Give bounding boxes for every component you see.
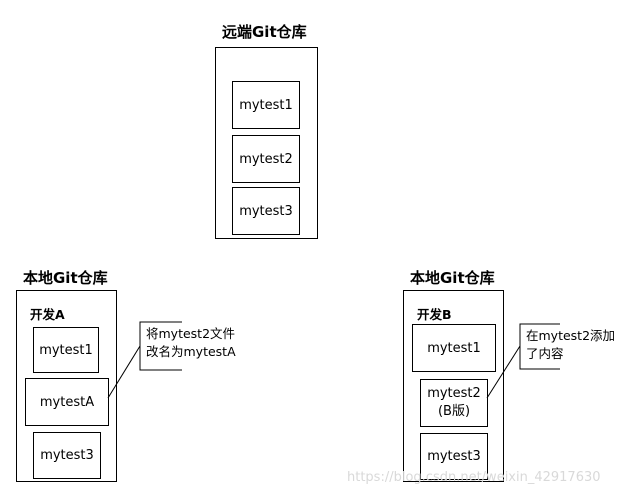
local-repo-a-title: 本地Git仓库: [23, 269, 108, 287]
note-a-line-1: 将mytest2文件: [146, 326, 236, 341]
remote-repo-title: 远端Git仓库: [222, 23, 307, 41]
local-a-file-mytest1: mytest1: [33, 327, 99, 373]
note-b-leader: [486, 345, 521, 399]
note-b-callout: 在mytest2添加 了内容: [520, 324, 628, 372]
local-a-file-mytestA: mytestA: [25, 378, 109, 426]
local-b-file-mytest2-bversion: mytest2 (B版): [420, 379, 488, 427]
note-a-line-2: 改名为mytestA: [146, 344, 236, 359]
watermark-text: https://blog.csdn.net/weixin_42917630: [347, 470, 601, 485]
note-b-line-2: 了内容: [526, 346, 564, 361]
developer-b-label: 开发B: [417, 307, 452, 322]
local-repo-a-box: 开发A mytest1 mytestA mytest3: [16, 290, 117, 482]
local-b-file-mytest2-name: mytest2: [427, 386, 481, 401]
local-b-file-mytest1: mytest1: [412, 324, 496, 372]
developer-a-label: 开发A: [30, 307, 65, 322]
remote-file-mytest2: mytest2: [232, 135, 300, 183]
remote-file-mytest3: mytest3: [232, 187, 300, 235]
note-a-bracket: [139, 321, 182, 371]
remote-repo-box: mytest1 mytest2 mytest3: [215, 47, 318, 239]
note-a-leader: [107, 345, 141, 399]
note-b-line-1: 在mytest2添加: [526, 328, 616, 343]
note-a-callout: 将mytest2文件 改名为mytestA: [140, 322, 250, 370]
local-b-file-mytest2-version: (B版): [437, 404, 471, 419]
local-a-file-mytest3: mytest3: [33, 432, 101, 479]
local-b-file-mytest3: mytest3: [420, 433, 488, 480]
remote-file-mytest1: mytest1: [232, 81, 300, 129]
local-repo-b-box: 开发B mytest1 mytest2 (B版) mytest3: [403, 290, 504, 482]
local-repo-b-title: 本地Git仓库: [410, 269, 495, 287]
note-b-bracket: [519, 323, 560, 370]
